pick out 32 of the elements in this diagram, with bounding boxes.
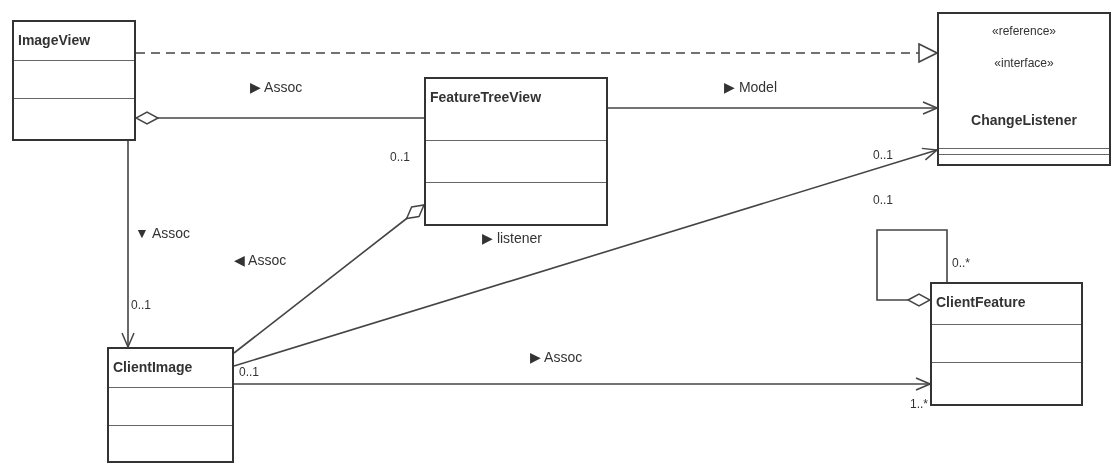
multiplicity-label: 0..1 xyxy=(873,148,893,162)
stereotype: «reference» xyxy=(990,24,1057,38)
class-box xyxy=(12,20,136,141)
aggregation-line xyxy=(876,229,948,307)
aggregation-line xyxy=(135,111,425,125)
class-box xyxy=(424,77,608,226)
class-name: ClientFeature xyxy=(935,294,1027,310)
multiplicity-label: 0..1 xyxy=(873,193,893,207)
multiplicity-label: 1..* xyxy=(910,397,928,411)
edge-label: ▶ Model xyxy=(722,79,780,95)
class-box xyxy=(930,282,1083,406)
multiplicity-label: 0..1 xyxy=(239,365,259,379)
stereotype: «interface» xyxy=(993,56,1055,70)
edge-label: ◀ Assoc xyxy=(232,252,289,268)
association-arrow xyxy=(233,147,938,367)
association-arrow xyxy=(233,377,931,391)
edge-label: ▶ listener xyxy=(480,230,545,246)
class-name: ImageView xyxy=(17,32,92,48)
edge-label: ▶ Assoc xyxy=(528,349,585,365)
multiplicity-label: 0..1 xyxy=(390,150,410,164)
class-name: FeatureTreeView xyxy=(429,89,543,105)
class-box xyxy=(107,347,234,463)
association-arrow xyxy=(121,140,135,348)
class-box xyxy=(937,12,1111,166)
class-name: ClientImage xyxy=(112,359,194,375)
class-name: ChangeListener xyxy=(970,112,1078,128)
association-arrow xyxy=(607,101,938,115)
aggregation-line xyxy=(233,204,425,354)
multiplicity-label: 0..1 xyxy=(131,298,151,312)
multiplicity-label: 0..* xyxy=(952,256,970,270)
realization-arrow xyxy=(135,43,938,63)
edge-label: ▶ Assoc xyxy=(248,79,305,95)
